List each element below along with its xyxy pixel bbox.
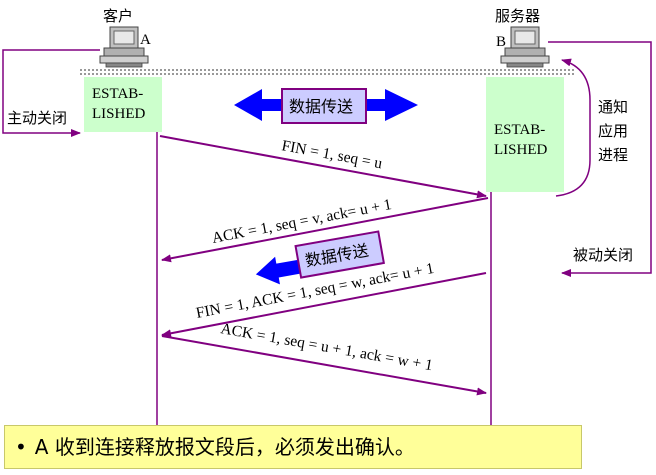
server-state-box bbox=[486, 77, 564, 192]
server-computer-icon bbox=[500, 26, 550, 68]
client-state-box bbox=[84, 77, 162, 132]
notify-app-line1: 通知 bbox=[598, 98, 628, 116]
client-id-label: A bbox=[140, 32, 151, 48]
server-id-label: B bbox=[496, 34, 506, 50]
note-text: A 收到连接释放报文段后，必须发出确认。 bbox=[34, 435, 415, 459]
ack1-arrow bbox=[161, 197, 489, 263]
note-banner: • A 收到连接释放报文段后，必须发出确认。 bbox=[4, 425, 582, 469]
active-close-arrow bbox=[2, 49, 100, 137]
client-state-line1: ESTAB- bbox=[92, 86, 143, 102]
fin1-arrow bbox=[159, 135, 487, 199]
notify-app-arrow bbox=[555, 58, 591, 197]
data-transfer-label: 数据传送 bbox=[289, 97, 353, 116]
passive-close-arrow bbox=[548, 41, 652, 277]
fin2-arrow bbox=[161, 272, 487, 338]
active-close-label: 主动关闭 bbox=[7, 109, 67, 127]
passive-close-label: 被动关闭 bbox=[573, 246, 633, 264]
ack2-label: ACK = 1, seq = u + 1, ack = w + 1 bbox=[219, 320, 434, 374]
data-transfer-left-arrow: 数据传送 bbox=[255, 230, 385, 285]
notify-app-line3: 进程 bbox=[598, 146, 628, 164]
ack2-arrow bbox=[161, 335, 487, 396]
bullet-icon: • bbox=[15, 435, 27, 459]
server-state-line2: LISHED bbox=[494, 142, 547, 158]
server-label: 服务器 bbox=[495, 7, 540, 25]
data-transfer-double-arrow: 数据传送 bbox=[234, 88, 418, 124]
client-label: 客户 bbox=[103, 7, 133, 25]
server-state-line1: ESTAB- bbox=[494, 122, 545, 138]
notify-app-line2: 应用 bbox=[598, 122, 628, 140]
client-state-line2: LISHED bbox=[92, 106, 145, 122]
client-computer-icon bbox=[99, 26, 149, 68]
